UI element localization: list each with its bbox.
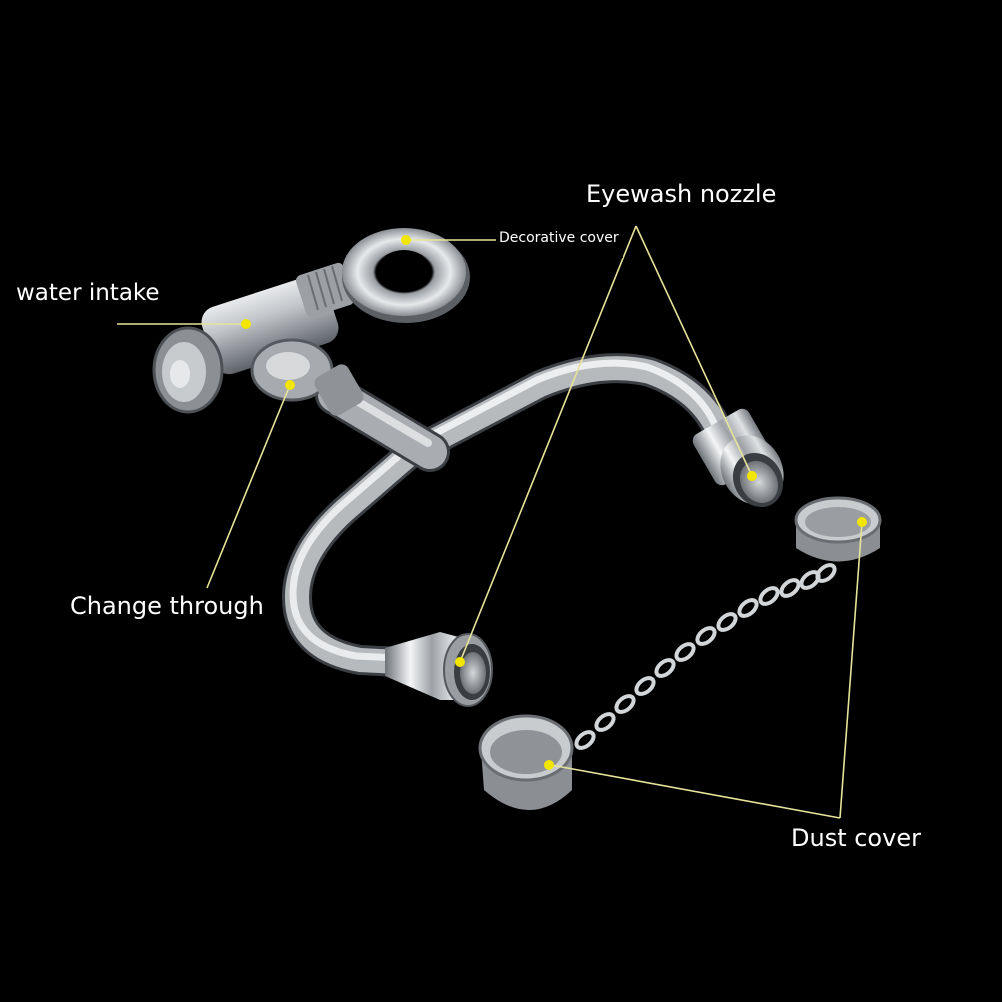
water-intake-valve — [152, 262, 364, 416]
dust-cover-left — [478, 714, 574, 810]
chain — [574, 563, 837, 750]
marker-dots — [241, 235, 867, 770]
eyewash-nozzle-left — [385, 632, 493, 707]
change-through-label: Change through — [66, 592, 268, 620]
dust-cover-right — [794, 496, 882, 562]
eyewash-nozzle-right — [692, 408, 784, 508]
leader-lines — [117, 225, 863, 819]
decorative-cover-label: Decorative cover — [496, 228, 623, 258]
water-intake-label: water intake — [12, 268, 160, 354]
dust-cover-label: Dust cover — [787, 822, 925, 854]
decorative-cover-ring — [342, 228, 470, 323]
eyewash-nozzle-label: Eyewash nozzle — [582, 178, 781, 224]
pipe — [282, 353, 733, 677]
